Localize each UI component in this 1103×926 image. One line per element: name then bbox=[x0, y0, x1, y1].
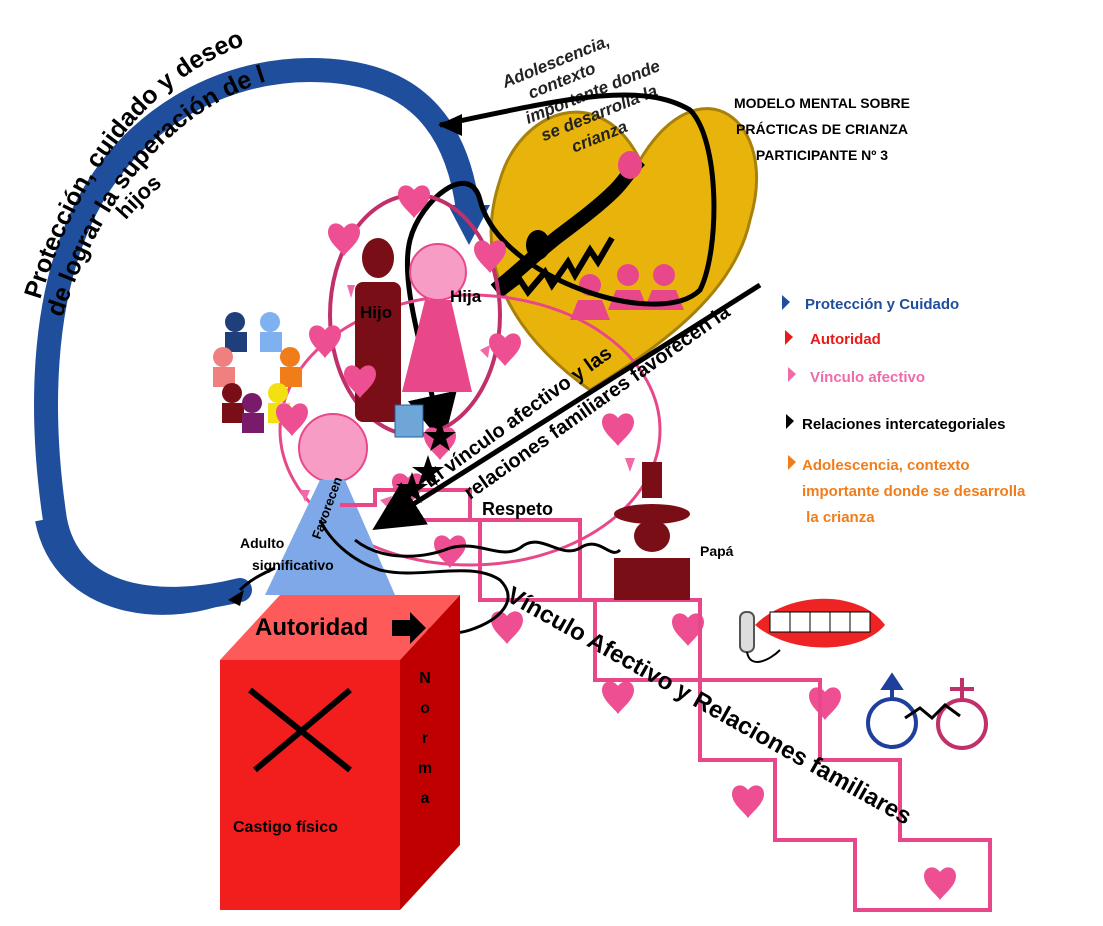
title-line-1: MODELO MENTAL SOBRE bbox=[734, 95, 910, 111]
svg-text:importante donde se desarrolla: importante donde se desarrolla bbox=[802, 483, 1026, 500]
heart-icon bbox=[732, 785, 764, 818]
respeto-label: Respeto bbox=[482, 499, 553, 519]
adulto-label-2: significativo bbox=[252, 557, 334, 573]
female-symbol-icon bbox=[936, 678, 988, 750]
pink-figure-icon bbox=[618, 151, 642, 179]
svg-text:Autoridad: Autoridad bbox=[810, 331, 881, 348]
legend: Protección y Cuidado Autoridad Vínculo a… bbox=[782, 295, 1026, 526]
intercategorial-arrowhead bbox=[438, 114, 462, 136]
title-block: MODELO MENTAL SOBRE PRÁCTICAS DE CRIANZA… bbox=[734, 95, 910, 163]
svg-text:Adolescencia, contexto: Adolescencia, contexto bbox=[802, 457, 970, 474]
legend-item-autoridad: Autoridad bbox=[785, 330, 881, 348]
respeto-curve bbox=[354, 538, 622, 558]
hija-label: Hija bbox=[450, 287, 482, 306]
intercategorial-curve-top bbox=[404, 92, 717, 445]
male-symbol-icon bbox=[866, 672, 918, 749]
hija-figure bbox=[402, 243, 472, 392]
legend-item-proteccion: Protección y Cuidado bbox=[782, 295, 959, 313]
legend-item-adolescencia: Adolescencia, contexto importante donde … bbox=[788, 455, 1026, 526]
people-group-icon bbox=[213, 312, 302, 433]
microphone-icon bbox=[739, 611, 781, 663]
autoridad-arrow bbox=[392, 612, 426, 644]
svg-text:Relaciones intercategoriales: Relaciones intercategoriales bbox=[802, 416, 1005, 433]
gender-link bbox=[904, 703, 961, 721]
norma-label: N o r m a bbox=[418, 670, 432, 807]
svg-text:r: r bbox=[422, 730, 428, 747]
heart-icon bbox=[602, 413, 634, 446]
title-line-3: PARTICIPANTE Nº 3 bbox=[756, 147, 888, 163]
papa-figure bbox=[614, 462, 690, 600]
heart-icon bbox=[328, 223, 360, 256]
svg-text:N: N bbox=[419, 670, 431, 687]
stairs bbox=[340, 488, 992, 912]
intercategorial-diagonal-arrow bbox=[372, 282, 762, 531]
heart-icon bbox=[809, 687, 841, 720]
hijo-label: Hijo bbox=[360, 303, 392, 322]
gold-heart bbox=[489, 107, 758, 392]
svg-text:m: m bbox=[418, 760, 432, 777]
svg-text:o: o bbox=[420, 700, 430, 717]
title-line-2: PRÁCTICAS DE CRIANZA bbox=[736, 121, 908, 137]
adulto-label-1: Adulto bbox=[240, 535, 284, 551]
castigo-box bbox=[220, 595, 460, 910]
star-icons bbox=[396, 420, 456, 503]
heart-icon bbox=[602, 681, 634, 714]
svg-text:a: a bbox=[421, 790, 430, 807]
gift-box-icon bbox=[394, 404, 424, 438]
papa-label: Papá bbox=[700, 543, 734, 559]
heart-icon bbox=[924, 867, 956, 900]
castigo-label: Castigo físico bbox=[233, 819, 338, 836]
autoridad-label: Autoridad bbox=[255, 614, 368, 641]
svg-text:Protección y Cuidado: Protección y Cuidado bbox=[805, 296, 959, 313]
svg-text:la crianza: la crianza bbox=[802, 509, 875, 526]
dark-figure-icon bbox=[526, 230, 550, 260]
legend-item-intercategorial: Relaciones intercategoriales bbox=[786, 414, 1005, 433]
legend-item-vinculo: Vínculo afectivo bbox=[788, 367, 925, 386]
svg-text:Vínculo afectivo: Vínculo afectivo bbox=[810, 369, 925, 386]
smile-lips-icon bbox=[755, 598, 885, 648]
